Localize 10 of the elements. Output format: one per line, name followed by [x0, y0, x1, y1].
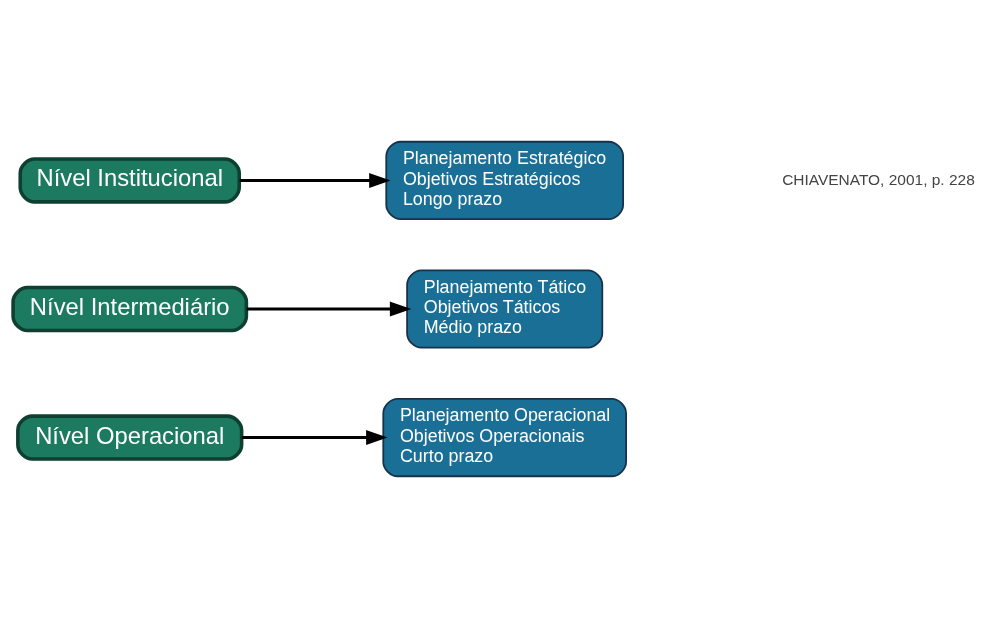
arrow — [239, 172, 391, 188]
node-box: Planejamento Operacional Objetivos Operacionais Curto prazo — [382, 397, 627, 478]
node-box: Planejamento Estratégico Objetivos Estratégicos Longo prazo — [385, 140, 625, 221]
node-box: Planejamento Tático Objetivos Táticos Médio prazo — [406, 269, 604, 349]
label: CHIAVENATO, 2001, p. 228 — [782, 170, 975, 188]
arrow — [246, 301, 412, 317]
node-box: Nível Operacional — [16, 414, 244, 461]
arrow — [241, 430, 388, 446]
node-box: Nível Institucional — [18, 157, 242, 204]
node-box: Nível Intermediário — [11, 285, 249, 333]
